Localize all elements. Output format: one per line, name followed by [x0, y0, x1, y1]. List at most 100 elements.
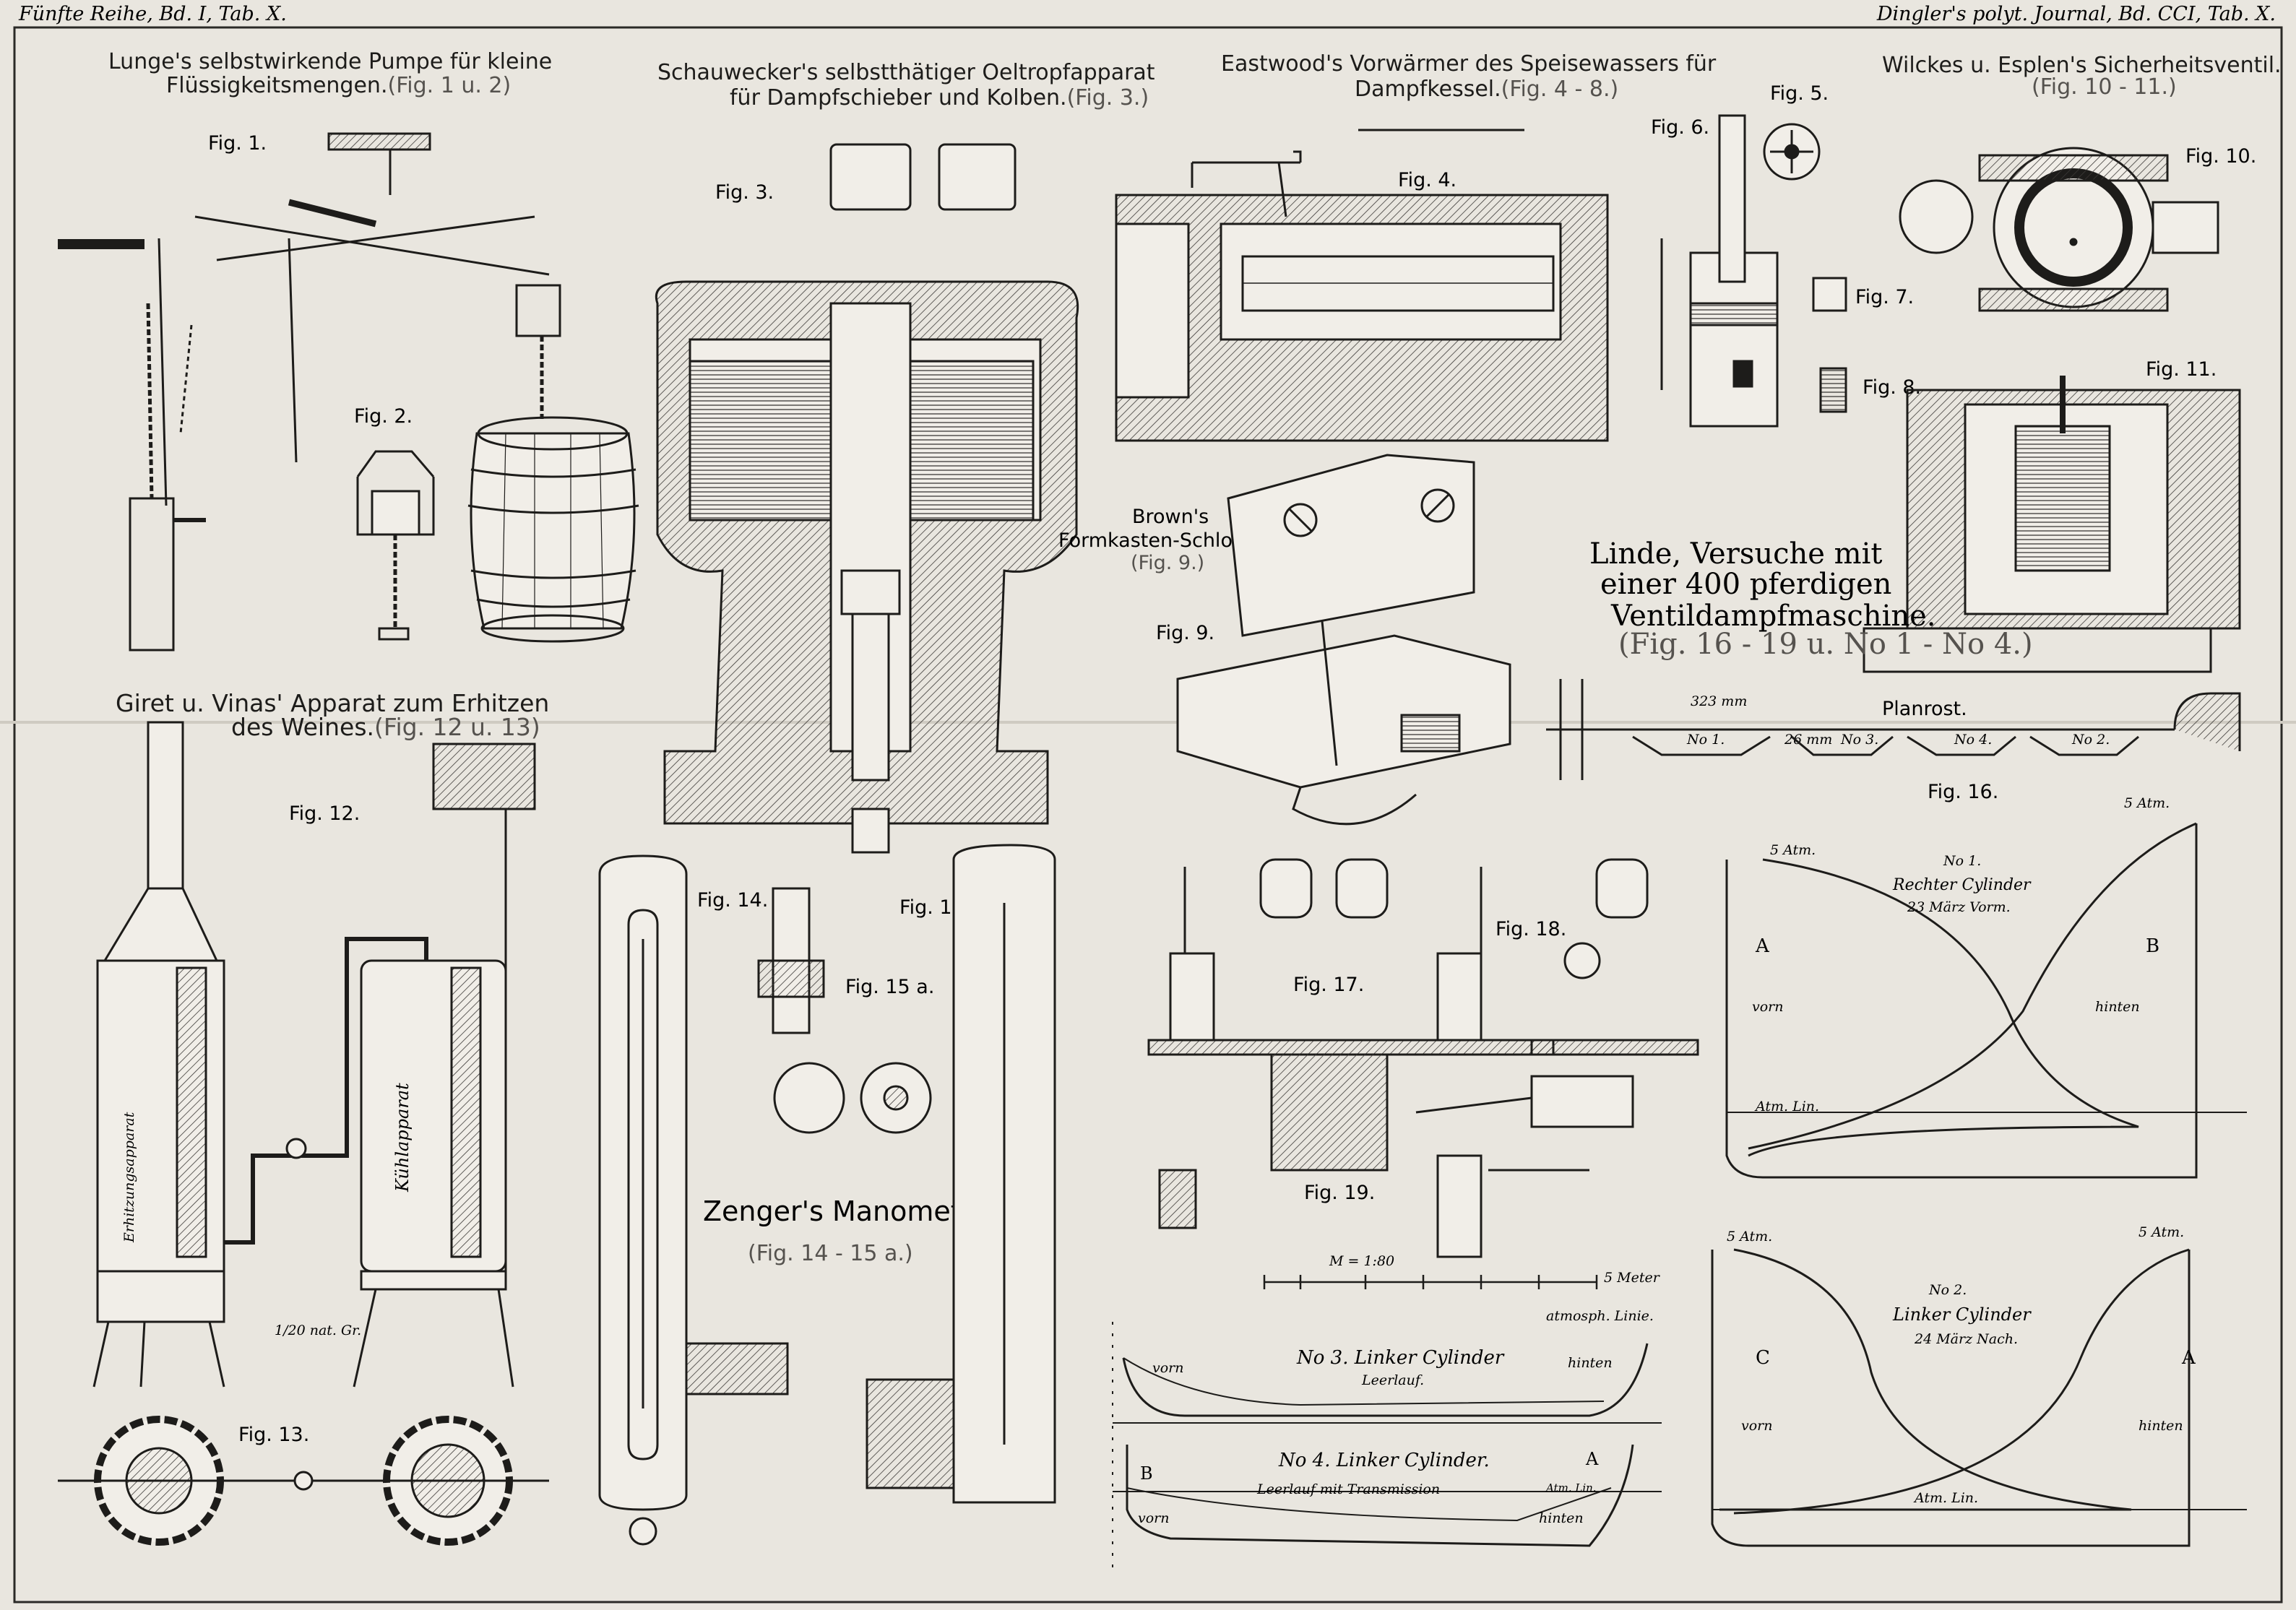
giret-section: Giret u. Vinas' Apparat zum Erhitzen des… — [58, 689, 549, 1546]
grate-dim-26: 26 mm — [1784, 732, 1832, 748]
fig13-label: Fig. 13. — [238, 1424, 309, 1446]
manometer-drawing — [598, 844, 1056, 1546]
indicator-diagram-4: No 4. Linker Cylinder. Leerlauf mit Tran… — [1113, 1444, 1662, 1547]
fig2-label: Fig. 2. — [354, 405, 413, 428]
d2-atmlin: Atm. Lin. — [1913, 1490, 1978, 1506]
lunge-title-line1: Lunge's selbstwirkende Pumpe für kleine — [108, 49, 552, 74]
d4-hinten: hinten — [1539, 1510, 1584, 1526]
brown-figref: (Fig. 9.) — [1131, 552, 1204, 574]
d4-a: A — [1585, 1449, 1599, 1469]
safety-valve-drawing — [1863, 147, 2241, 673]
d1-title: No 1. — [1943, 853, 1981, 869]
d2-c: C — [1756, 1347, 1770, 1369]
indicator-diagram-3: No 3. Linker Cylinder Leerlauf. vorn hin… — [1112, 1322, 1662, 1567]
grate-no1: No 1. — [1686, 732, 1725, 748]
fig16-grate: Planrost. 323 mm 26 mm No 1. No 3. No 4.… — [1546, 679, 2241, 803]
kuehlapparat-label: Kühlapparat — [392, 1083, 413, 1193]
scale-m-label: M = 1:80 — [1329, 1253, 1394, 1269]
brown-title-line2: Formkasten-Schloſs. — [1058, 529, 1256, 552]
fig14-label: Fig. 14. — [697, 889, 768, 912]
preheater-drawing — [1115, 129, 1609, 442]
d1-atm: 5 Atm. — [1770, 842, 1816, 858]
d3-hinten: hinten — [1568, 1355, 1613, 1371]
d2-hinten: hinten — [2139, 1418, 2183, 1434]
eastwood-title-line2-text: Dampfkessel. — [1355, 77, 1501, 102]
eastwood-title-line2: Dampfkessel.(Fig. 4 - 8.) — [1355, 77, 1618, 102]
lunge-title-line2: Flüssigkeitsmengen.(Fig. 1 u. 2) — [166, 73, 511, 98]
schauwecker-title-line1: Schauwecker's selbstthätiger Oeltropfapp… — [657, 60, 1155, 85]
zenger-title: Zenger's Manometer. — [703, 1195, 996, 1227]
linde-section: Linde, Versuche mit einer 400 pferdigen … — [1589, 537, 2033, 661]
brown-section: Brown's Formkasten-Schloſs. (Fig. 9.) Fi… — [1058, 454, 1511, 826]
fig2-drawing — [356, 450, 435, 641]
zenger-section: Fig. 14. Fig. 15. Fig. 15 a. Zenger's Ma… — [598, 844, 1056, 1546]
wilckes-section: Wilckes u. Esplen's Sicherheitsventil. (… — [1863, 53, 2282, 673]
d3-title: No 3. Linker Cylinder — [1296, 1347, 1505, 1369]
fig11-label: Fig. 11. — [2146, 358, 2217, 381]
grate-drawing — [1546, 679, 2241, 780]
fig18-label: Fig. 18. — [1496, 918, 1566, 940]
barrel-drawing — [467, 416, 639, 643]
fig9-label: Fig. 9. — [1156, 622, 1214, 644]
d1-line1: Rechter Cylinder — [1892, 876, 2032, 894]
d4-b: B — [1140, 1463, 1153, 1484]
fig13-drawing — [58, 1416, 549, 1546]
heating-apparatus-drawing — [92, 721, 536, 1388]
fig6-label: Fig. 6. — [1651, 116, 1709, 139]
schauwecker-title-line2: für Dampfschieber und Kolben.(Fig. 3.) — [730, 85, 1149, 111]
giret-title-line1: Giret u. Vinas' Apparat zum Erhitzen — [116, 689, 549, 717]
lunge-title-line2-text: Flüssigkeitsmengen. — [166, 73, 387, 98]
d1-line2: 23 März Vorm. — [1907, 899, 2011, 915]
d1-atm-right: 5 Atm. — [2124, 795, 2170, 811]
fig15a-label: Fig. 15 a. — [845, 976, 934, 998]
d1-hinten: hinten — [2095, 999, 2140, 1015]
schauwecker-figref: (Fig. 3.) — [1067, 85, 1149, 111]
grate-dim-323: 323 mm — [1691, 693, 1747, 709]
indicator-diagram-2: 5 Atm. 5 Atm. No 2. Linker Cylinder 24 M… — [1711, 1224, 2247, 1547]
oil-apparatus-drawing — [655, 143, 1079, 854]
d2-atm: 5 Atm. — [1727, 1229, 1772, 1245]
linde-title-line2: einer 400 pferdigen — [1600, 568, 1891, 601]
erhitzungsapparat-label: Erhitzungsapparat — [121, 1112, 137, 1243]
linde-figref: (Fig. 16 - 19 u. No 1 - No 4.) — [1618, 628, 2033, 661]
fig19-label: Fig. 19. — [1304, 1182, 1375, 1204]
lunge-section: Lunge's selbstwirkende Pumpe für kleine … — [58, 49, 639, 652]
fig3-label: Fig. 3. — [715, 181, 774, 204]
linde-plant-drawing: Fig. 17. Fig. 18. Fig. 19. M — [1147, 858, 1699, 1324]
d4-atmlin: Atm. Lin. — [1545, 1481, 1597, 1494]
header-left: Fünfte Reihe, Bd. I, Tab. X. — [18, 3, 287, 25]
fig7-label: Fig. 7. — [1855, 286, 1914, 308]
fig1-label: Fig. 1. — [208, 132, 267, 155]
eastwood-section: Eastwood's Vorwärmer des Speisewassers f… — [1115, 51, 1921, 442]
d2-line1: Linker Cylinder — [1892, 1304, 2032, 1325]
d2-vorn: vorn — [1741, 1418, 1773, 1434]
schauwecker-section: Schauwecker's selbstthätiger Oeltropfapp… — [655, 60, 1155, 854]
scale-meter-label: 5 Meter — [1604, 1270, 1661, 1286]
grate-no2: No 2. — [2071, 732, 2110, 748]
fig10-label: Fig. 10. — [2185, 145, 2256, 168]
fig12-label: Fig. 12. — [289, 802, 360, 825]
d3-vorn: vorn — [1152, 1360, 1184, 1376]
giret-title-line2: des Weines.(Fig. 12 u. 13) — [231, 713, 540, 741]
fig16-label: Fig. 16. — [1928, 781, 1998, 803]
grate-no4: No 4. — [1954, 732, 1992, 748]
eastwood-figref: (Fig. 4 - 8.) — [1501, 77, 1619, 102]
fig17-label: Fig. 17. — [1293, 974, 1364, 996]
wilckes-title: Wilckes u. Esplen's Sicherheitsventil. — [1882, 53, 2282, 78]
atm-line-label: atmosph. Linie. — [1546, 1308, 1654, 1324]
giret-figref: (Fig. 12 u. 13) — [374, 713, 540, 741]
scale-bar — [1263, 1275, 1598, 1289]
eastwood-title-line1: Eastwood's Vorwärmer des Speisewassers f… — [1221, 51, 1717, 77]
planrost-label: Planrost. — [1882, 698, 1967, 720]
d2-line2: 24 März Nach. — [1914, 1331, 2018, 1347]
fig4-label: Fig. 4. — [1398, 169, 1456, 191]
pump-lever-drawing — [58, 132, 561, 652]
d1-vorn: vorn — [1752, 999, 1784, 1015]
fig5-label: Fig. 5. — [1770, 82, 1829, 105]
d4-title: No 4. Linker Cylinder. — [1278, 1450, 1490, 1471]
schauwecker-title-line2-text: für Dampfschieber und Kolben. — [730, 85, 1067, 111]
indicator-diagram-1: 5 Atm. 5 Atm. No 1. Rechter Cylinder 23 … — [1725, 795, 2247, 1179]
giret-title-line2-text: des Weines. — [231, 713, 374, 741]
linde-title-line1: Linde, Versuche mit — [1589, 537, 1882, 571]
